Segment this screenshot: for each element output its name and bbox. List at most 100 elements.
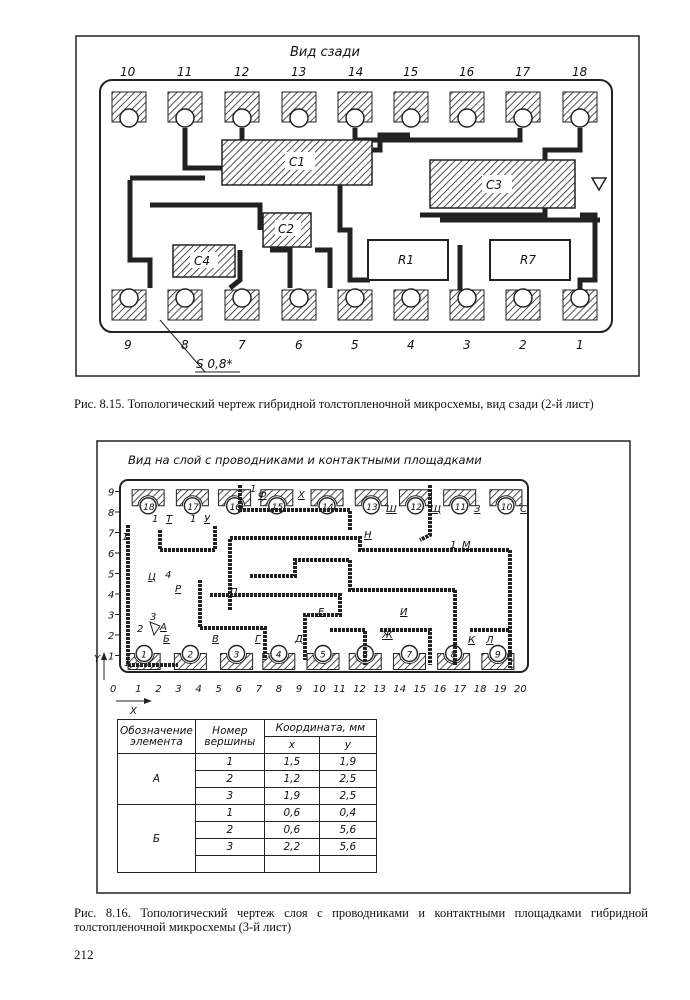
pin: 3	[449, 288, 485, 352]
x-tick-label: 20	[514, 684, 527, 695]
resistor-r1: R1	[367, 239, 449, 281]
figure-8-15-drawing: Вид сзади 10 11 12 13 14 15 16 17 18 9 8…	[75, 35, 640, 377]
element-label: З	[474, 504, 481, 515]
svg-text:7: 7	[406, 651, 412, 661]
element-label: Щ	[430, 504, 441, 515]
leader-line	[159, 319, 206, 373]
element-label: Д	[294, 634, 303, 645]
element-label: Л	[485, 635, 494, 646]
x-tick-label: 7	[256, 684, 263, 695]
x-tick-label: 1	[135, 684, 141, 695]
pin: 18	[562, 65, 598, 128]
svg-text:2: 2	[187, 651, 193, 661]
svg-text:13: 13	[291, 65, 306, 79]
vertex-mark: 2	[137, 624, 143, 635]
svg-text:C2: C2	[278, 222, 294, 236]
svg-text:18: 18	[572, 65, 588, 79]
svg-text:C1: C1	[289, 155, 305, 169]
contact-pad: 8	[437, 644, 471, 670]
svg-text:R7: R7	[520, 253, 536, 267]
element-label: Ш	[386, 504, 397, 515]
x-tick-label: 15	[414, 684, 427, 695]
orientation-key-icon	[590, 177, 608, 192]
x-tick-label: 13	[373, 684, 386, 695]
resistor-r7: R7	[489, 239, 571, 281]
pin: 13	[281, 65, 317, 128]
svg-text:6: 6	[295, 338, 303, 352]
x-tick-label: 8	[276, 684, 282, 695]
svg-text:5: 5	[351, 338, 359, 352]
x-tick-label: 0	[110, 684, 116, 695]
pin: 15	[393, 65, 429, 128]
element-label: Х	[297, 490, 306, 501]
y-tick-label: 9	[108, 488, 114, 499]
vertex-coordinates-table: Обозначение элемента Номер вершины Коорд…	[117, 719, 377, 873]
element-label: Е	[318, 607, 325, 618]
capacitor-c2: C2	[262, 212, 312, 248]
element-label: И	[400, 607, 408, 618]
svg-text:10: 10	[120, 65, 136, 79]
pin: 16	[449, 65, 485, 128]
vertex-mark: 3	[150, 612, 156, 623]
figure-8-16-caption: Рис. 8.16. Топологический чертеж слоя с …	[74, 906, 648, 934]
element-label: М	[462, 540, 471, 551]
header-element: Обозначение элемента	[117, 719, 196, 754]
svg-text:9: 9	[124, 338, 132, 352]
element-label: Ц	[148, 572, 156, 583]
svg-text:4: 4	[407, 338, 415, 352]
x-tick-label: 9	[296, 684, 302, 695]
svg-text:3: 3	[463, 338, 471, 352]
svg-text:17: 17	[515, 65, 531, 79]
vertex-mark: 4	[165, 570, 171, 581]
svg-text:R1: R1	[398, 253, 414, 267]
svg-text:4: 4	[276, 651, 282, 661]
x-tick-label: 16	[434, 684, 447, 695]
element-label: Н	[364, 530, 372, 541]
svg-text:13: 13	[366, 503, 378, 513]
element-label: К	[468, 635, 476, 646]
y-axis-label: Y	[94, 654, 101, 665]
svg-text:8: 8	[181, 338, 189, 352]
y-tick-label: 6	[108, 549, 114, 560]
svg-text:1: 1	[576, 338, 584, 352]
y-tick-label: 1	[108, 652, 114, 663]
components: C1 C3 C2 C4 R1 R7	[172, 139, 576, 281]
element-label: У	[204, 514, 211, 525]
element-label: Ф	[258, 490, 267, 501]
pin: 2	[505, 288, 541, 352]
y-tick-label: 5	[108, 570, 114, 581]
svg-text:14: 14	[348, 65, 363, 79]
x-tick-label: 5	[216, 684, 222, 695]
pin: 11	[167, 65, 203, 128]
contact-pad: 17	[175, 489, 209, 515]
element-label: В	[212, 634, 219, 645]
header-x: x	[263, 736, 320, 754]
x-tick-label: 19	[494, 684, 507, 695]
svg-text:9: 9	[495, 651, 501, 661]
element-label: Ж	[381, 630, 394, 641]
svg-text:1: 1	[141, 651, 147, 661]
thickness-note: S 0,8*	[196, 357, 233, 371]
header-coordinate: Координата, мм	[263, 719, 377, 737]
contact-pad: 11	[443, 489, 477, 515]
x-tick-label: 12	[353, 684, 366, 695]
pin: 17	[505, 65, 541, 128]
element-label: С	[520, 504, 527, 515]
svg-text:11: 11	[177, 65, 192, 79]
bottom-pins: 9 8 7 6 5 4 3 2 1	[111, 288, 598, 352]
x-tick-label: 17	[454, 684, 467, 695]
capacitor-c4: C4	[172, 244, 236, 278]
y-tick-label: 7	[108, 529, 115, 540]
top-pins: 10 11 12 13 14 15 16 17 18	[111, 65, 598, 128]
pin: 10	[111, 65, 147, 128]
contact-pad: 10	[489, 489, 523, 515]
pin: 7	[224, 288, 260, 352]
svg-text:17: 17	[187, 503, 199, 513]
svg-text:18: 18	[143, 503, 155, 513]
svg-text:C3: C3	[486, 178, 502, 192]
